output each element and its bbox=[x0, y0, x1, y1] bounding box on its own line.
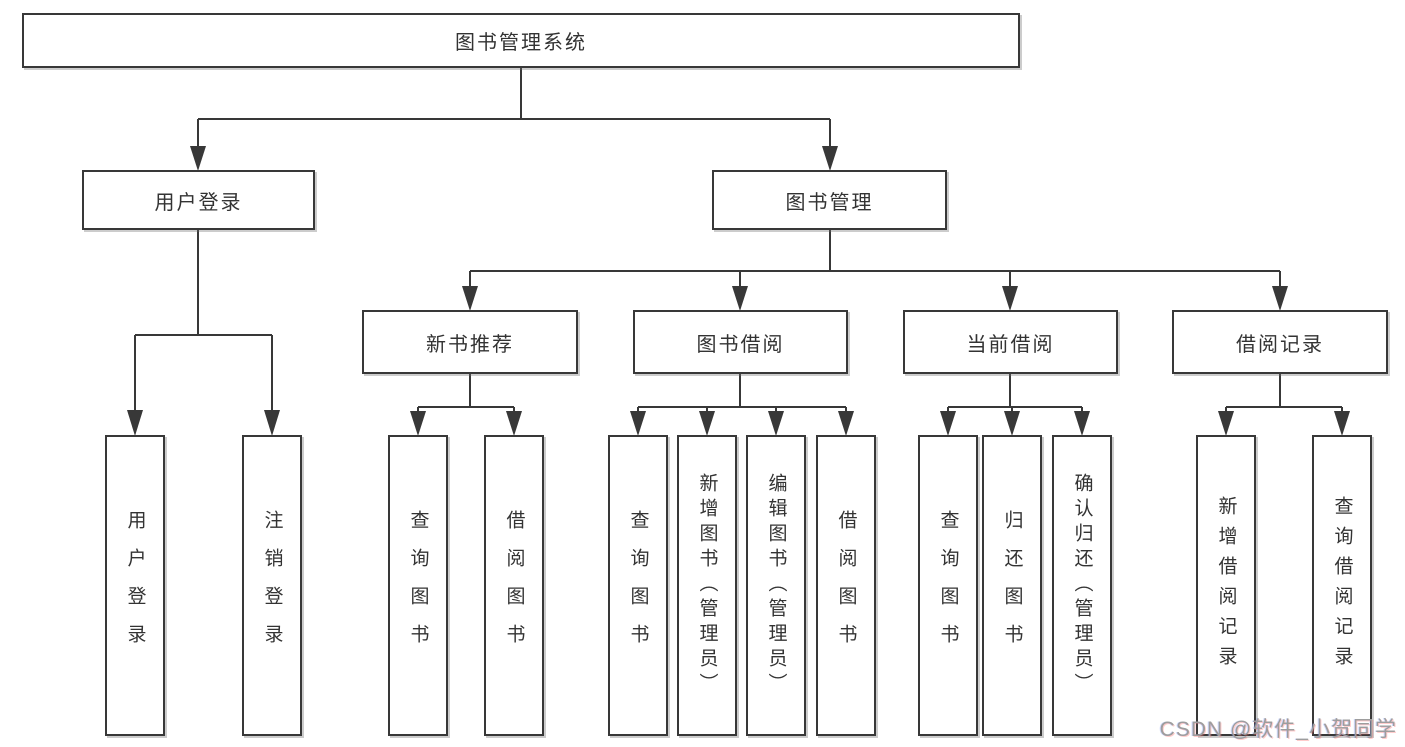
leaf-borrow-books: 借阅图书 bbox=[816, 435, 876, 736]
leaf-query-borrow-record: 查询借阅记录 bbox=[1312, 435, 1372, 736]
leaf-query-books-borrow: 查询图书 bbox=[608, 435, 668, 736]
node-new-book-recommend: 新书推荐 bbox=[362, 310, 578, 374]
leaf-edit-book-admin-label: 编辑图书（管理员） bbox=[765, 473, 787, 698]
leaf-add-borrow-record: 新增借阅记录 bbox=[1196, 435, 1256, 736]
leaf-query-books-current: 查询图书 bbox=[918, 435, 978, 736]
node-borrow-records: 借阅记录 bbox=[1172, 310, 1388, 374]
node-book-management-label: 图书管理 bbox=[785, 191, 874, 214]
node-book-borrow: 图书借阅 bbox=[633, 310, 848, 374]
leaf-query-books-recommend: 查询图书 bbox=[388, 435, 448, 736]
node-current-borrow: 当前借阅 bbox=[903, 310, 1118, 374]
leaf-edit-book-admin: 编辑图书（管理员） bbox=[746, 435, 806, 736]
leaf-query-borrow-record-label: 查询借阅记录 bbox=[1331, 495, 1353, 676]
leaf-add-book-admin-label: 新增图书（管理员） bbox=[696, 473, 718, 698]
leaf-borrow-books-recommend: 借阅图书 bbox=[484, 435, 544, 736]
leaf-borrow-books-recommend-label: 借阅图书 bbox=[503, 509, 525, 662]
node-library-system-label: 图书管理系统 bbox=[455, 32, 587, 54]
node-user-login: 用户登录 bbox=[82, 170, 315, 230]
leaf-return-book: 归还图书 bbox=[982, 435, 1042, 736]
leaf-confirm-return-admin-label: 确认归还（管理员） bbox=[1071, 473, 1093, 698]
node-current-borrow-label: 当前借阅 bbox=[966, 333, 1055, 356]
leaf-query-books-recommend-label: 查询图书 bbox=[407, 509, 429, 662]
leaf-logout: 注销登录 bbox=[242, 435, 302, 736]
leaf-query-books-borrow-label: 查询图书 bbox=[627, 509, 649, 662]
node-new-book-recommend-label: 新书推荐 bbox=[426, 333, 514, 356]
node-user-login-label: 用户登录 bbox=[154, 191, 243, 214]
leaf-user-login-label: 用户登录 bbox=[124, 509, 146, 662]
node-library-system: 图书管理系统 bbox=[22, 13, 1020, 68]
leaf-return-book-label: 归还图书 bbox=[1001, 509, 1023, 662]
leaf-add-borrow-record-label: 新增借阅记录 bbox=[1215, 495, 1237, 676]
leaf-borrow-books-label: 借阅图书 bbox=[835, 509, 857, 662]
leaf-logout-label: 注销登录 bbox=[261, 509, 283, 662]
leaf-confirm-return-admin: 确认归还（管理员） bbox=[1052, 435, 1112, 736]
node-book-management: 图书管理 bbox=[712, 170, 947, 230]
leaf-query-books-current-label: 查询图书 bbox=[937, 509, 959, 662]
node-borrow-records-label: 借阅记录 bbox=[1236, 333, 1324, 356]
leaf-add-book-admin: 新增图书（管理员） bbox=[677, 435, 737, 736]
watermark: CSDN @软件_小贺同学 bbox=[1159, 718, 1397, 741]
node-book-borrow-label: 图书借阅 bbox=[696, 333, 785, 356]
leaf-user-login: 用户登录 bbox=[105, 435, 165, 736]
